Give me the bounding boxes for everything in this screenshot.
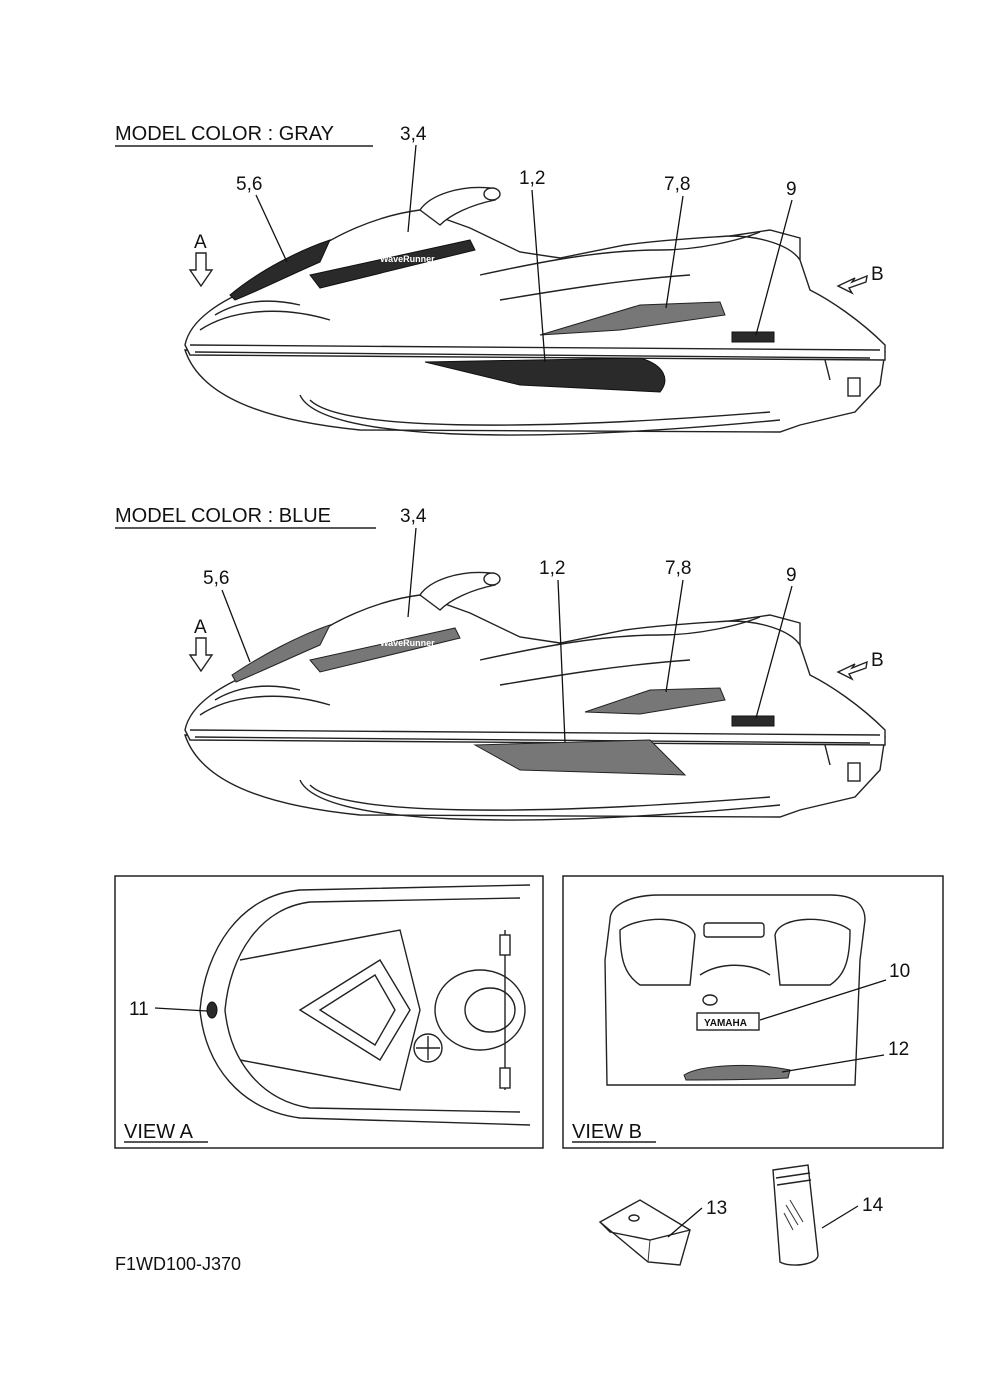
gray-section: MODEL COLOR : GRAY — [115, 123, 886, 436]
blue-decal-7-8 — [584, 687, 726, 715]
part-13-pouch — [598, 1199, 691, 1266]
blue-waverunner-text: WaveRunner — [380, 638, 435, 648]
view-b-rear-view-drawing: YAMAHA — [604, 894, 866, 1086]
view-a-panel: 11 VIEW A — [114, 875, 544, 1149]
view-b-badge-text: YAMAHA — [704, 1018, 747, 1029]
gray-arrow-b-label: B — [871, 264, 884, 285]
blue-arrow-a-icon — [188, 637, 214, 673]
blue-callout-7-8: 7,8 — [665, 558, 691, 579]
gray-decal-5-6 — [229, 239, 331, 301]
gray-watercraft-side-view: WaveRunner — [184, 186, 886, 436]
blue-section: MODEL COLOR : BLUE WaveRunner 3,4 — [115, 505, 886, 821]
view-b-callout-10: 10 — [889, 961, 910, 982]
gray-arrow-a-icon — [188, 252, 214, 288]
loose-parts: 13 14 — [598, 1164, 884, 1266]
view-a-top-view-drawing — [199, 884, 531, 1126]
gray-callout-7-8: 7,8 — [664, 174, 690, 195]
view-a-decal-11 — [206, 1001, 218, 1019]
callout-13: 13 — [706, 1198, 727, 1219]
blue-arrow-a-label: A — [194, 617, 207, 638]
blue-decal-5-6 — [231, 624, 331, 683]
blue-arrow-b-icon — [836, 660, 868, 681]
blue-callout-3-4: 3,4 — [400, 506, 427, 527]
diagram-code: F1WD100-J370 — [115, 1254, 241, 1274]
gray-callout-5-6: 5,6 — [236, 174, 262, 195]
gray-yamaha-badge-9 — [731, 331, 775, 343]
blue-decal-3-4 — [309, 627, 461, 673]
blue-decal-1-2 — [473, 739, 687, 776]
view-b-yamaha-badge-10 — [696, 1012, 760, 1031]
gray-model-title: MODEL COLOR : GRAY — [115, 123, 334, 145]
blue-callout-5-6: 5,6 — [203, 568, 229, 589]
gray-decal-7-8 — [539, 301, 726, 336]
part-14-bag — [772, 1164, 819, 1266]
gray-callout-1-2: 1,2 — [519, 168, 545, 189]
blue-callout-1-2: 1,2 — [539, 558, 565, 579]
blue-arrow-b-label: B — [871, 650, 884, 671]
gray-callout-3-4: 3,4 — [400, 124, 427, 145]
gray-decal-1-2 — [424, 357, 666, 393]
gray-waverunner-text: WaveRunner — [380, 254, 435, 264]
blue-callout-9: 9 — [786, 565, 797, 586]
gray-arrow-b-icon — [836, 274, 868, 295]
view-b-decal-12 — [683, 1064, 791, 1081]
callout-14: 14 — [862, 1195, 884, 1216]
blue-model-title: MODEL COLOR : BLUE — [115, 505, 331, 527]
gray-callout-9: 9 — [786, 179, 797, 200]
blue-yamaha-badge-9 — [731, 715, 775, 727]
gray-decal-3-4 — [309, 239, 476, 289]
view-b-panel: YAMAHA 10 12 VIEW B — [562, 875, 944, 1149]
view-a-title: VIEW A — [124, 1121, 194, 1143]
view-b-title: VIEW B — [572, 1121, 642, 1143]
gray-arrow-a-label: A — [194, 232, 207, 253]
blue-watercraft-side-view: WaveRunner — [184, 571, 886, 821]
view-a-callout-11: 11 — [129, 999, 149, 1020]
view-b-callout-12: 12 — [888, 1039, 909, 1060]
